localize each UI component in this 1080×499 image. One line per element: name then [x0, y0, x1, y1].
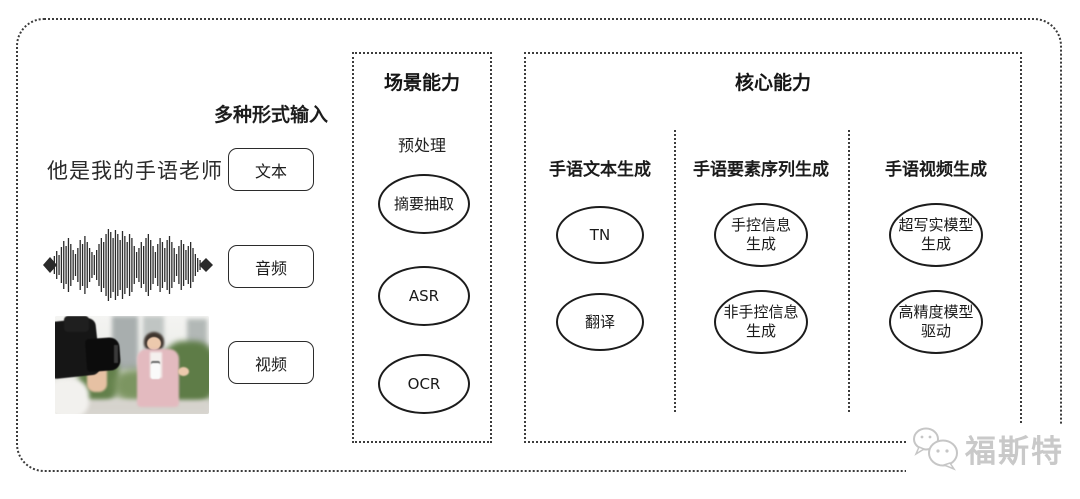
input-node-text-label: 文本: [254, 161, 287, 181]
column-separator: [674, 130, 676, 412]
input-node-audio-label: 音频: [254, 258, 287, 278]
node-non-manual-info-generation-label: 非手控信息 生成: [723, 303, 799, 340]
audio-waveform: [43, 229, 213, 301]
column-header: 手语要素序列生成: [693, 160, 829, 180]
column-header: 手语视频生成: [885, 160, 987, 180]
input-node-audio: 音频: [228, 245, 314, 288]
node-high-precision-model-driving: 高精度模型 驱动: [889, 290, 983, 354]
input-section-header: 多种形式输入: [213, 104, 328, 126]
column-header: 手语文本生成: [549, 160, 651, 180]
core-box-title: 核心能力: [734, 72, 811, 94]
watermark-text: 福斯特: [965, 433, 1064, 470]
chat-faces-icon: [913, 427, 958, 471]
node-non-manual-info-generation: 非手控信息 生成: [714, 290, 808, 354]
reporter-video-thumbnail: [55, 316, 209, 414]
node-translation: 翻译: [556, 293, 644, 351]
input-node-text: 文本: [228, 148, 314, 191]
waveform-right-cap: [199, 258, 213, 272]
video-reporter-hand: [178, 366, 190, 376]
node-translation-label: 翻译: [584, 312, 615, 331]
node-summary-extraction-label: 摘要抽取: [393, 194, 454, 213]
scene-capability-box: 场景能力 预处理 摘要抽取 ASR OCR: [352, 52, 492, 443]
watermark: 福斯特: [906, 424, 1068, 472]
node-asr: ASR: [378, 266, 470, 326]
node-ocr-label: OCR: [407, 374, 441, 393]
video-cameraman-shirt: [55, 378, 89, 414]
column-sign-text-generation: 手语文本生成 TN 翻译: [526, 54, 674, 441]
core-capability-box: 核心能力 手语文本生成 TN 翻译 手语要素序列生成 手控信息 生成 非手控信息…: [524, 52, 1022, 443]
node-asr-label: ASR: [408, 286, 440, 305]
input-node-video-label: 视频: [254, 354, 287, 374]
node-hyperrealistic-model-generation-label: 超写实模型 生成: [898, 216, 974, 253]
video-microphone: [151, 361, 161, 380]
video-camera-lens-ring: [113, 345, 118, 364]
column-sign-video-generation: 手语视频生成 超写实模型 生成 高精度模型 驱动: [848, 54, 1024, 441]
node-ocr: OCR: [378, 354, 470, 414]
column-sign-element-sequence-generation: 手语要素序列生成 手控信息 生成 非手控信息 生成: [674, 54, 848, 441]
node-high-precision-model-driving-label: 高精度模型 驱动: [898, 303, 974, 340]
node-manual-info-generation-label: 手控信息 生成: [730, 216, 791, 253]
preprocess-label: 预处理: [397, 136, 446, 155]
node-tn-label: TN: [589, 225, 611, 244]
video-reporter-face: [146, 336, 161, 350]
video-camera-top: [64, 316, 89, 332]
audio-waveform-icon: [42, 228, 214, 303]
waveform-left-cap: [43, 257, 57, 273]
node-hyperrealistic-model-generation: 超写实模型 生成: [889, 203, 983, 267]
scene-box-title: 场景能力: [383, 72, 460, 94]
sample-text-sentence: 他是我的手语老师: [47, 159, 223, 183]
column-separator: [848, 130, 850, 412]
node-summary-extraction: 摘要抽取: [378, 174, 470, 234]
node-tn: TN: [556, 206, 644, 264]
node-manual-info-generation: 手控信息 生成: [714, 203, 808, 267]
input-node-video: 视频: [228, 341, 314, 384]
